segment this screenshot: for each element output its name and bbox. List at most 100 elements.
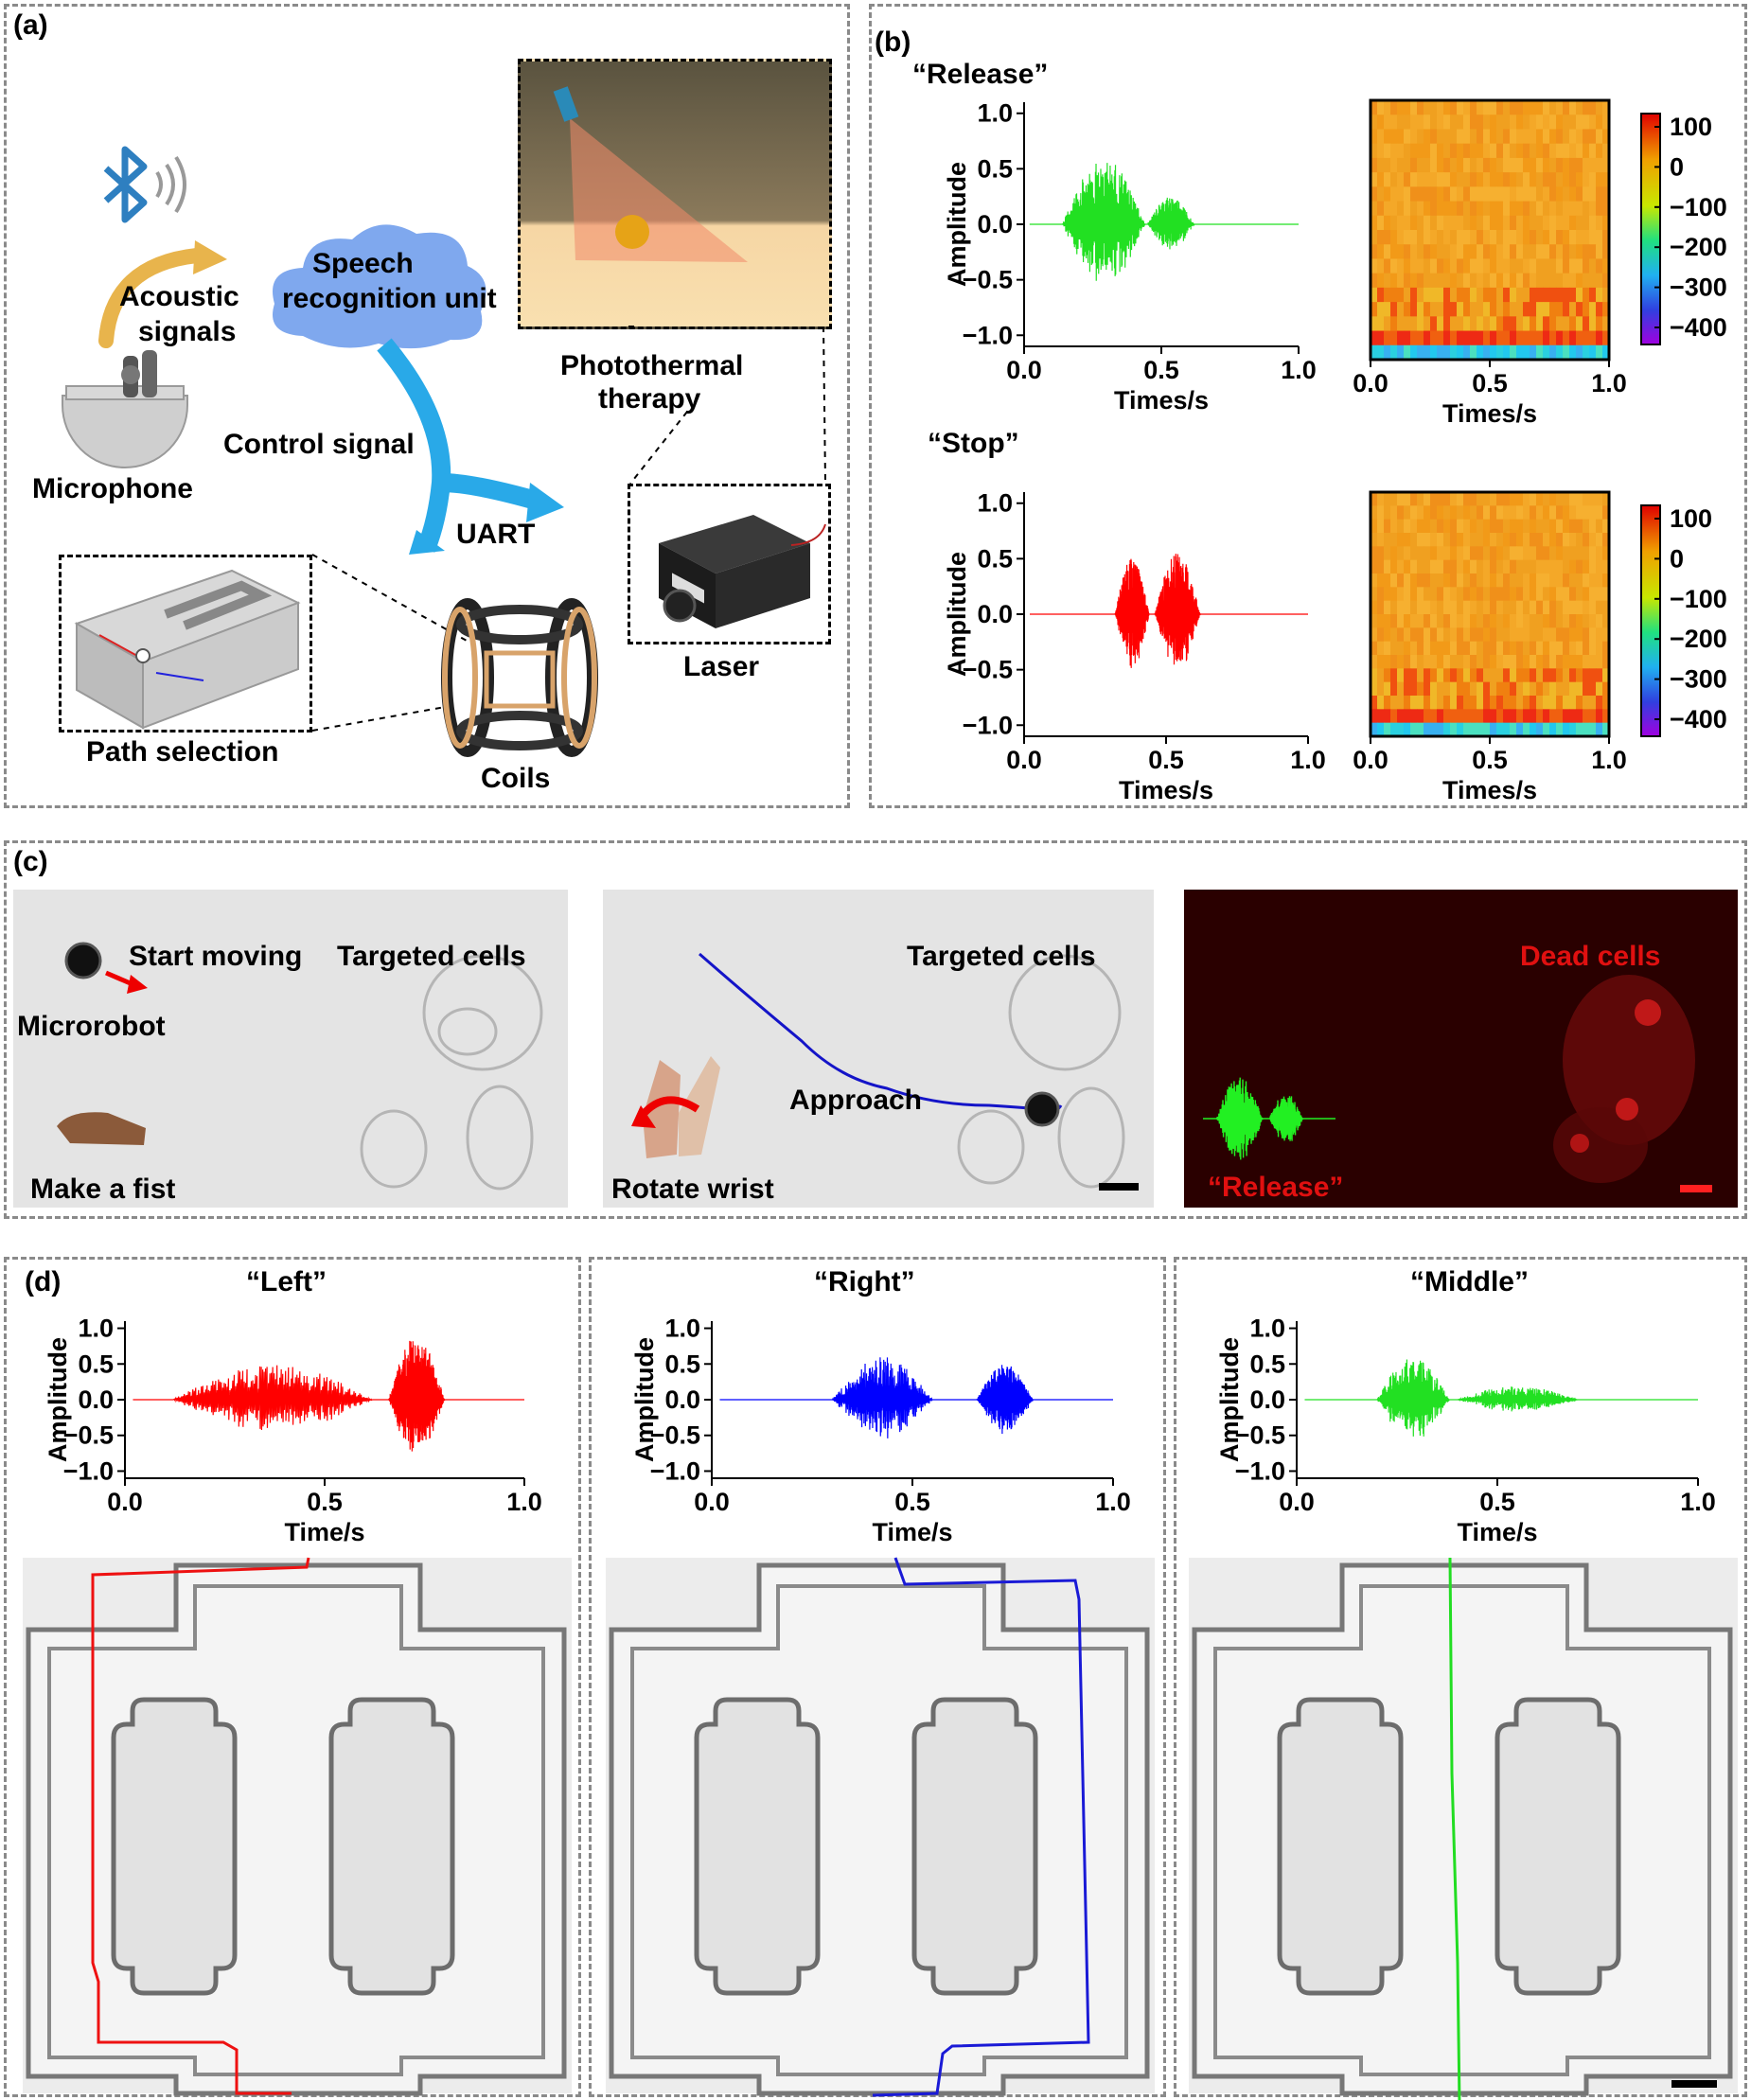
spectrogram-cell <box>1490 330 1497 346</box>
left-title: “Left” <box>246 1266 327 1297</box>
spectrogram-cell <box>1490 230 1497 245</box>
maze-outer-wall <box>26 1562 567 2096</box>
spectrogram-cell <box>1530 100 1537 115</box>
spectrogram-cell <box>1516 533 1524 547</box>
spectrogram-cell <box>1556 230 1564 245</box>
spectrogram-cell <box>1483 302 1491 317</box>
spectrogram-cell <box>1443 627 1451 643</box>
spectrogram-cell <box>1589 681 1597 697</box>
spectrogram-cell <box>1417 600 1424 615</box>
spectrogram-cell <box>1424 574 1431 588</box>
spectrogram-cell <box>1410 201 1418 217</box>
spectrogram-cell <box>1536 627 1544 643</box>
spectrogram-cell <box>1410 681 1418 697</box>
spectrogram-cell <box>1596 696 1603 710</box>
spectrogram-cell <box>1397 115 1405 130</box>
spectrogram-cell <box>1569 614 1577 628</box>
y-tick-label: 0.5 <box>1249 1350 1285 1378</box>
x-tick-label: 0.5 <box>1148 746 1184 774</box>
spectrogram-cell <box>1430 287 1438 303</box>
spectrogram-cell <box>1384 143 1391 159</box>
spectrogram-cell <box>1417 533 1424 547</box>
spectrogram-cell <box>1437 696 1444 710</box>
spectrogram-cell <box>1523 641 1530 656</box>
spectrogram-cell <box>1463 316 1471 332</box>
x-axis-label: Times/s <box>1119 776 1213 804</box>
spectrogram-cell <box>1549 696 1557 710</box>
spectrogram-cell <box>1563 709 1570 724</box>
spectrogram-cell <box>1602 273 1610 289</box>
spectrogram-cell <box>1377 559 1385 574</box>
spectrogram-cell <box>1563 722 1570 737</box>
spectrogram-cell <box>1384 587 1391 602</box>
spectrogram-cell <box>1596 344 1603 361</box>
panel-a-frame <box>4 4 850 808</box>
spectrogram-cell <box>1483 129 1491 145</box>
spectrogram-cell <box>1576 559 1583 574</box>
y-tick-label: 0.5 <box>664 1350 700 1378</box>
spectrogram-cell <box>1437 641 1444 656</box>
spectrogram-cell <box>1596 186 1603 203</box>
spectrogram-cell <box>1589 546 1597 561</box>
spectrogram-cell <box>1576 273 1583 289</box>
colorbar-tick-label: −100 <box>1670 585 1727 613</box>
spectrogram-cell <box>1371 709 1378 724</box>
spectrogram-cell <box>1463 157 1471 173</box>
spectrogram-cell <box>1576 600 1583 615</box>
spectrogram-cell <box>1477 655 1484 669</box>
spectrogram-cell <box>1437 627 1444 643</box>
spectrogram-cell <box>1510 143 1517 159</box>
spectrogram-cell <box>1424 614 1431 628</box>
spectrogram-cell <box>1503 668 1511 683</box>
spectrogram-cell <box>1417 143 1424 159</box>
spectrogram-cell <box>1556 129 1564 145</box>
spectrogram-cell <box>1457 559 1464 574</box>
spectrogram-cell <box>1549 614 1557 628</box>
spectrogram-cell <box>1410 655 1418 669</box>
spectrogram-cell <box>1410 244 1418 259</box>
spectrogram-cell <box>1510 681 1517 697</box>
spectrogram-cell <box>1556 492 1564 506</box>
maze-pillar <box>694 1697 821 1996</box>
spectrogram-cell <box>1470 696 1477 710</box>
spectrogram-cell <box>1516 655 1524 669</box>
spectrogram-cell <box>1390 316 1398 332</box>
spectrogram-cell <box>1510 722 1517 737</box>
spectrogram-cell <box>1424 627 1431 643</box>
spectrogram-cell <box>1496 287 1504 303</box>
spectrogram-cell <box>1543 244 1550 259</box>
spectrogram-cell <box>1443 559 1451 574</box>
spectrogram-cell <box>1549 587 1557 602</box>
rotate-wrist-label: Rotate wrist <box>611 1174 774 1205</box>
spectrogram-cell <box>1424 655 1431 669</box>
spectrogram-cell <box>1377 696 1385 710</box>
spectrogram-cell <box>1450 316 1458 332</box>
spectrogram-cell <box>1397 302 1405 317</box>
spectrogram-cell <box>1583 641 1590 656</box>
spectrogram-cell <box>1563 627 1570 643</box>
spectrogram-cell <box>1530 709 1537 724</box>
spectrogram-cell <box>1556 587 1564 602</box>
spectrogram-cell <box>1483 614 1491 628</box>
spectrogram-cell <box>1443 143 1451 159</box>
x-axis-label: Time/s <box>284 1518 364 1546</box>
maze-right-image <box>606 1557 1155 2097</box>
spectrogram-cell <box>1569 316 1577 332</box>
spectrogram-cell <box>1523 273 1530 289</box>
spectrogram-cell <box>1496 519 1504 534</box>
spectrogram-cell <box>1530 559 1537 574</box>
spectrogram-cell <box>1477 186 1484 203</box>
photothermal-line2: therapy <box>598 383 701 415</box>
spectrogram-cell <box>1490 574 1497 588</box>
spectrogram-cell <box>1477 600 1484 615</box>
y-tick-label: 0.0 <box>977 210 1013 238</box>
spectrogram-cell <box>1589 316 1597 332</box>
spectrogram-cell <box>1569 546 1577 561</box>
spectrogram-cell <box>1583 559 1590 574</box>
spectrogram-cell <box>1430 696 1438 710</box>
spectrogram-cell <box>1589 143 1597 159</box>
spectrogram-cell <box>1371 641 1378 656</box>
spectrogram-cell <box>1410 172 1418 187</box>
start-moving-label: Start moving <box>129 941 303 972</box>
spectrogram-cell <box>1516 186 1524 203</box>
